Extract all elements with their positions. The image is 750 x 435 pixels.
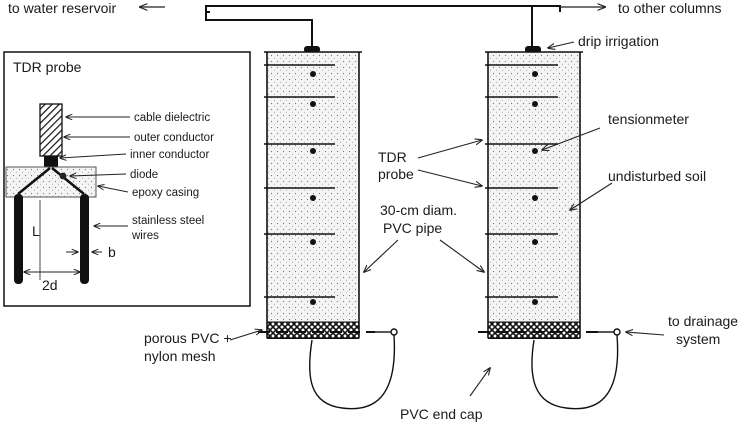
- label-inner-conductor: inner conductor: [130, 149, 209, 161]
- probe-cable-neck: [44, 156, 58, 168]
- label-to-water-reservoir: to water reservoir: [8, 0, 116, 16]
- arrow-drainage: [626, 332, 665, 335]
- soil-column-right: [478, 51, 621, 410]
- arrow-drip-irrigation: [548, 41, 575, 48]
- label-pvc-end-cap: PVC end cap: [400, 406, 483, 422]
- arrow-tensionmeter: [542, 127, 601, 150]
- leader-inner-conductor: [60, 153, 127, 158]
- label-b: b: [108, 244, 116, 260]
- arrow-tdr-probe-a: [417, 140, 482, 159]
- arrow-end-cap: [469, 368, 490, 397]
- label-L: L: [32, 223, 40, 239]
- label-2d: 2d: [42, 277, 58, 293]
- label-steel-wires-2: wires: [131, 230, 159, 242]
- label-drainage-1: to drainage: [668, 313, 738, 329]
- steel-rod-left: [14, 194, 23, 284]
- arrow-porous-pvc: [229, 330, 262, 341]
- leader-diode: [70, 174, 127, 176]
- leader-epoxy-casing: [98, 186, 129, 193]
- arrow-tdr-probe-b: [417, 169, 482, 186]
- label-to-other-columns: to other columns: [618, 0, 722, 16]
- label-epoxy-casing: epoxy casing: [132, 187, 199, 199]
- label-cable-dielectric: cable dielectric: [134, 112, 210, 124]
- label-porous-pvc-2: nylon mesh: [144, 348, 216, 364]
- arrow-pvc-pipe-left: [364, 239, 399, 272]
- label-pvc-pipe-1: 30-cm diam.: [380, 202, 457, 218]
- arrow-pvc-pipe-right: [439, 239, 484, 272]
- probe-cable: [39, 103, 63, 157]
- steel-rod-right: [80, 194, 89, 284]
- inset-title: TDR probe: [13, 59, 82, 75]
- probe-inner-wires: [17, 167, 85, 195]
- label-undisturbed-soil: undisturbed soil: [608, 168, 706, 184]
- label-tdr-1: TDR: [378, 149, 407, 165]
- label-pvc-pipe-2: PVC pipe: [383, 220, 442, 236]
- label-porous-pvc-1: porous PVC +: [144, 330, 232, 346]
- arrow-undisturbed-soil: [570, 182, 613, 210]
- label-diode: diode: [130, 169, 158, 181]
- label-steel-wires-1: stainless steel: [132, 215, 204, 227]
- diode: [59, 172, 67, 180]
- supply-pipework: [205, 5, 561, 46]
- label-drip-irrigation: drip irrigation: [578, 33, 659, 49]
- soil-column-left: [258, 51, 398, 410]
- label-tdr-2: probe: [378, 166, 414, 182]
- label-tensionmeter: tensionmeter: [608, 111, 689, 127]
- label-drainage-2: system: [676, 331, 720, 347]
- tdr-probe-inset: TDR probe cable dielectric o: [3, 51, 251, 307]
- label-outer-conductor: outer conductor: [134, 132, 214, 144]
